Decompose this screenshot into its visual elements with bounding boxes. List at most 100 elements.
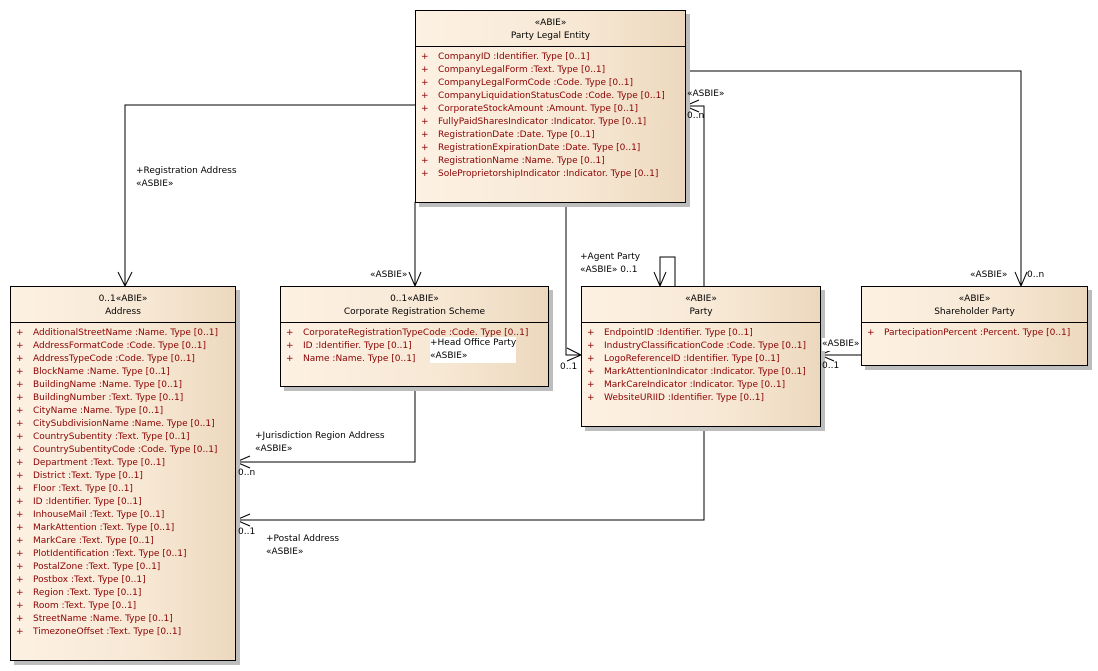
attribute[interactable]: +MarkAttentionIndicator :Indicator. Type… [587,366,820,379]
attribute[interactable]: +Name :Name. Type [0..1] [286,353,548,366]
class-address[interactable]: 0..1«ABIE» Address +AdditionalStreetName… [10,286,236,661]
attribute[interactable]: +Postbox :Text. Type [0..1] [16,574,235,587]
attribute[interactable]: +ID :Identifier. Type [0..1] [16,496,235,509]
association-stereotype: «ASBIE» [687,89,725,99]
attribute[interactable]: +CountrySubentity :Text. Type [0..1] [16,431,235,444]
visibility-marker: + [286,328,294,338]
visibility-marker: + [16,419,24,429]
attribute[interactable]: + StreetName :Name. Type [0..1] [16,613,235,626]
attribute-text: RegistrationExpirationDate :Date. Type [… [438,143,641,153]
attribute[interactable]: +Department :Text. Type [0..1] [16,457,235,470]
attribute[interactable]: +Room :Text. Type [0..1] [16,600,235,613]
association-stereotype: «ASBIE» [255,444,293,454]
class-party-legal-entity[interactable]: «ABIE» Party Legal Entity +CompanyID :Id… [415,10,686,203]
attribute[interactable]: +CompanyLegalFormCode :Code. Type [0..1] [421,77,685,90]
attribute[interactable]: +RegistrationExpirationDate :Date. Type … [421,142,685,155]
attribute-list: +AdditionalStreetName :Name. Type [0..1]… [11,323,235,639]
association-stereotype: «ASBIE» [430,351,468,361]
visibility-marker: + [587,393,595,403]
multiplicity: 0..n [687,111,705,121]
attribute[interactable]: +MarkCare :Text. Type [0..1] [16,535,235,548]
attribute[interactable]: +RegistrationName :Name. Type [0..1] [421,155,685,168]
visibility-marker: + [16,523,24,533]
attribute[interactable]: +CitySubdivisionName :Name. Type [0..1] [16,418,235,431]
attribute[interactable]: +PostalZone :Text. Type [0..1] [16,561,235,574]
class-name: Party [689,307,713,317]
attribute[interactable]: +PlotIdentification :Text. Type [0..1] [16,548,235,561]
visibility-marker: + [587,367,595,377]
arrowhead-jurisdiction-region-address [234,455,251,469]
attribute[interactable]: +AddressTypeCode :Code. Type [0..1] [16,353,235,366]
attribute-text: CountrySubentityCode :Code. Type [0..1] [33,445,218,455]
attribute-text: FullyPaidSharesIndicator :Indicator. Typ… [438,117,647,127]
attribute[interactable]: +CountrySubentityCode :Code. Type [0..1] [16,444,235,457]
class-corporate-registration-scheme[interactable]: 0..1«ABIE» Corporate Registration Scheme… [280,286,549,387]
attribute[interactable]: +BuildingName :Name. Type [0..1] [16,379,235,392]
attribute[interactable]: +BlockName :Name. Type [0..1] [16,366,235,379]
multiplicity: 0..1 [238,527,256,537]
attribute[interactable]: +SoleProprietorshipIndicator :Indicator.… [421,168,685,181]
class-party[interactable]: «ABIE» Party +EndpointID :Identifier. Ty… [581,286,821,427]
attribute[interactable]: +CompanyLiquidationStatusCode :Code. Typ… [421,90,685,103]
visibility-marker: + [587,354,595,364]
attribute[interactable]: +LogoReferenceID :Identifier. Type [0..1… [587,353,820,366]
role-name: +Postal Address [266,534,340,544]
attribute[interactable]: +WebsiteURIID :Identifier. Type [0..1] [587,392,820,405]
attribute[interactable]: +TimezoneOffset :Text. Type [0..1] [16,626,235,639]
attribute[interactable]: +Region :Text. Type [0..1] [16,587,235,600]
attribute[interactable]: +MarkCareIndicator :Indicator. Type [0..… [587,379,820,392]
attribute[interactable]: +CityName :Name. Type [0..1] [16,405,235,418]
attribute[interactable]: +RegistrationDate :Date. Type [0..1] [421,129,685,142]
attribute-text: SoleProprietorshipIndicator :Indicator. … [438,169,659,179]
attribute[interactable]: +Floor :Text. Type [0..1] [16,483,235,496]
label-shareholder-party-multiplicity: 0..n [1027,269,1044,282]
attribute[interactable]: +EndpointID :Identifier. Type [0..1] [587,327,820,340]
attribute-text: StreetName :Name. Type [0..1] [33,614,173,624]
attribute-text: AdditionalStreetName :Name. Type [0..1] [33,328,218,338]
attribute[interactable]: +MarkAttention :Text. Type [0..1] [16,522,235,535]
attribute[interactable]: +InhouseMail :Text. Type [0..1] [16,509,235,522]
attribute-text: Region :Text. Type [0..1] [33,588,142,598]
attribute[interactable]: +CompanyID :Identifier. Type [0..1] [421,51,685,64]
attribute-text: CompanyID :Identifier. Type [0..1] [438,52,590,62]
visibility-marker: + [16,614,24,624]
attribute-text: MarkCareIndicator :Indicator. Type [0..1… [604,380,786,390]
attribute[interactable]: +ID :Identifier. Type [0..1] [286,340,548,353]
class-shareholder-party[interactable]: «ABIE» Shareholder Party +PartecipationP… [861,286,1088,366]
class-header: «ABIE» Shareholder Party [862,287,1087,323]
attribute[interactable]: +District :Text. Type [0..1] [16,470,235,483]
multiplicity: 0..1 [822,361,840,371]
visibility-marker: + [16,497,24,507]
visibility-marker: + [421,117,429,127]
role-name: +Agent Party [580,252,641,262]
attribute[interactable]: +CorporateStockAmount :Amount. Type [0..… [421,103,685,116]
attribute[interactable]: +PartecipationPercent :Percent. Type [0.… [867,327,1087,340]
connector-postal-address [236,426,705,521]
class-header: «ABIE» Party [582,287,820,323]
label-jurisdiction-multiplicity: 0..n [238,467,255,480]
class-header: «ABIE» Party Legal Entity [416,11,685,47]
attribute[interactable]: +CompanyLegalForm :Text. Type [0..1] [421,64,685,77]
arrowhead-postal-address [234,513,251,527]
attribute-text: AddressTypeCode :Code. Type [0..1] [33,354,195,364]
attribute[interactable]: +IndustryClassificationCode :Code. Type … [587,340,820,353]
visibility-marker: + [16,510,24,520]
attribute[interactable]: +BuildingNumber :Text. Type [0..1] [16,392,235,405]
attribute-text: EndpointID :Identifier. Type [0..1] [604,328,753,338]
attribute-text: Name :Name. Type [0..1] [303,354,416,364]
connector-jurisdiction-region-address [236,387,416,463]
attribute-list: +CompanyID :Identifier. Type [0..1] +Com… [416,47,685,181]
attribute[interactable]: +AddressFormatCode :Code. Type [0..1] [16,340,235,353]
multiplicity: 0..n [238,468,256,478]
association-stereotype: «ASBIE» [266,547,304,557]
visibility-marker: + [16,471,24,481]
visibility-marker: + [16,601,24,611]
visibility-marker: + [421,104,429,114]
attribute[interactable]: +CorporateRegistrationTypeCode :Code. Ty… [286,327,548,340]
attribute-text: CompanyLegalForm :Text. Type [0..1] [438,65,606,75]
attribute[interactable]: +AdditionalStreetName :Name. Type [0..1] [16,327,235,340]
attribute[interactable]: + FullyPaidSharesIndicator :Indicator. Ty… [421,116,685,129]
visibility-marker: + [16,536,24,546]
attribute-text: CompanyLegalFormCode :Code. Type [0..1] [438,78,634,88]
visibility-marker: + [421,156,429,166]
